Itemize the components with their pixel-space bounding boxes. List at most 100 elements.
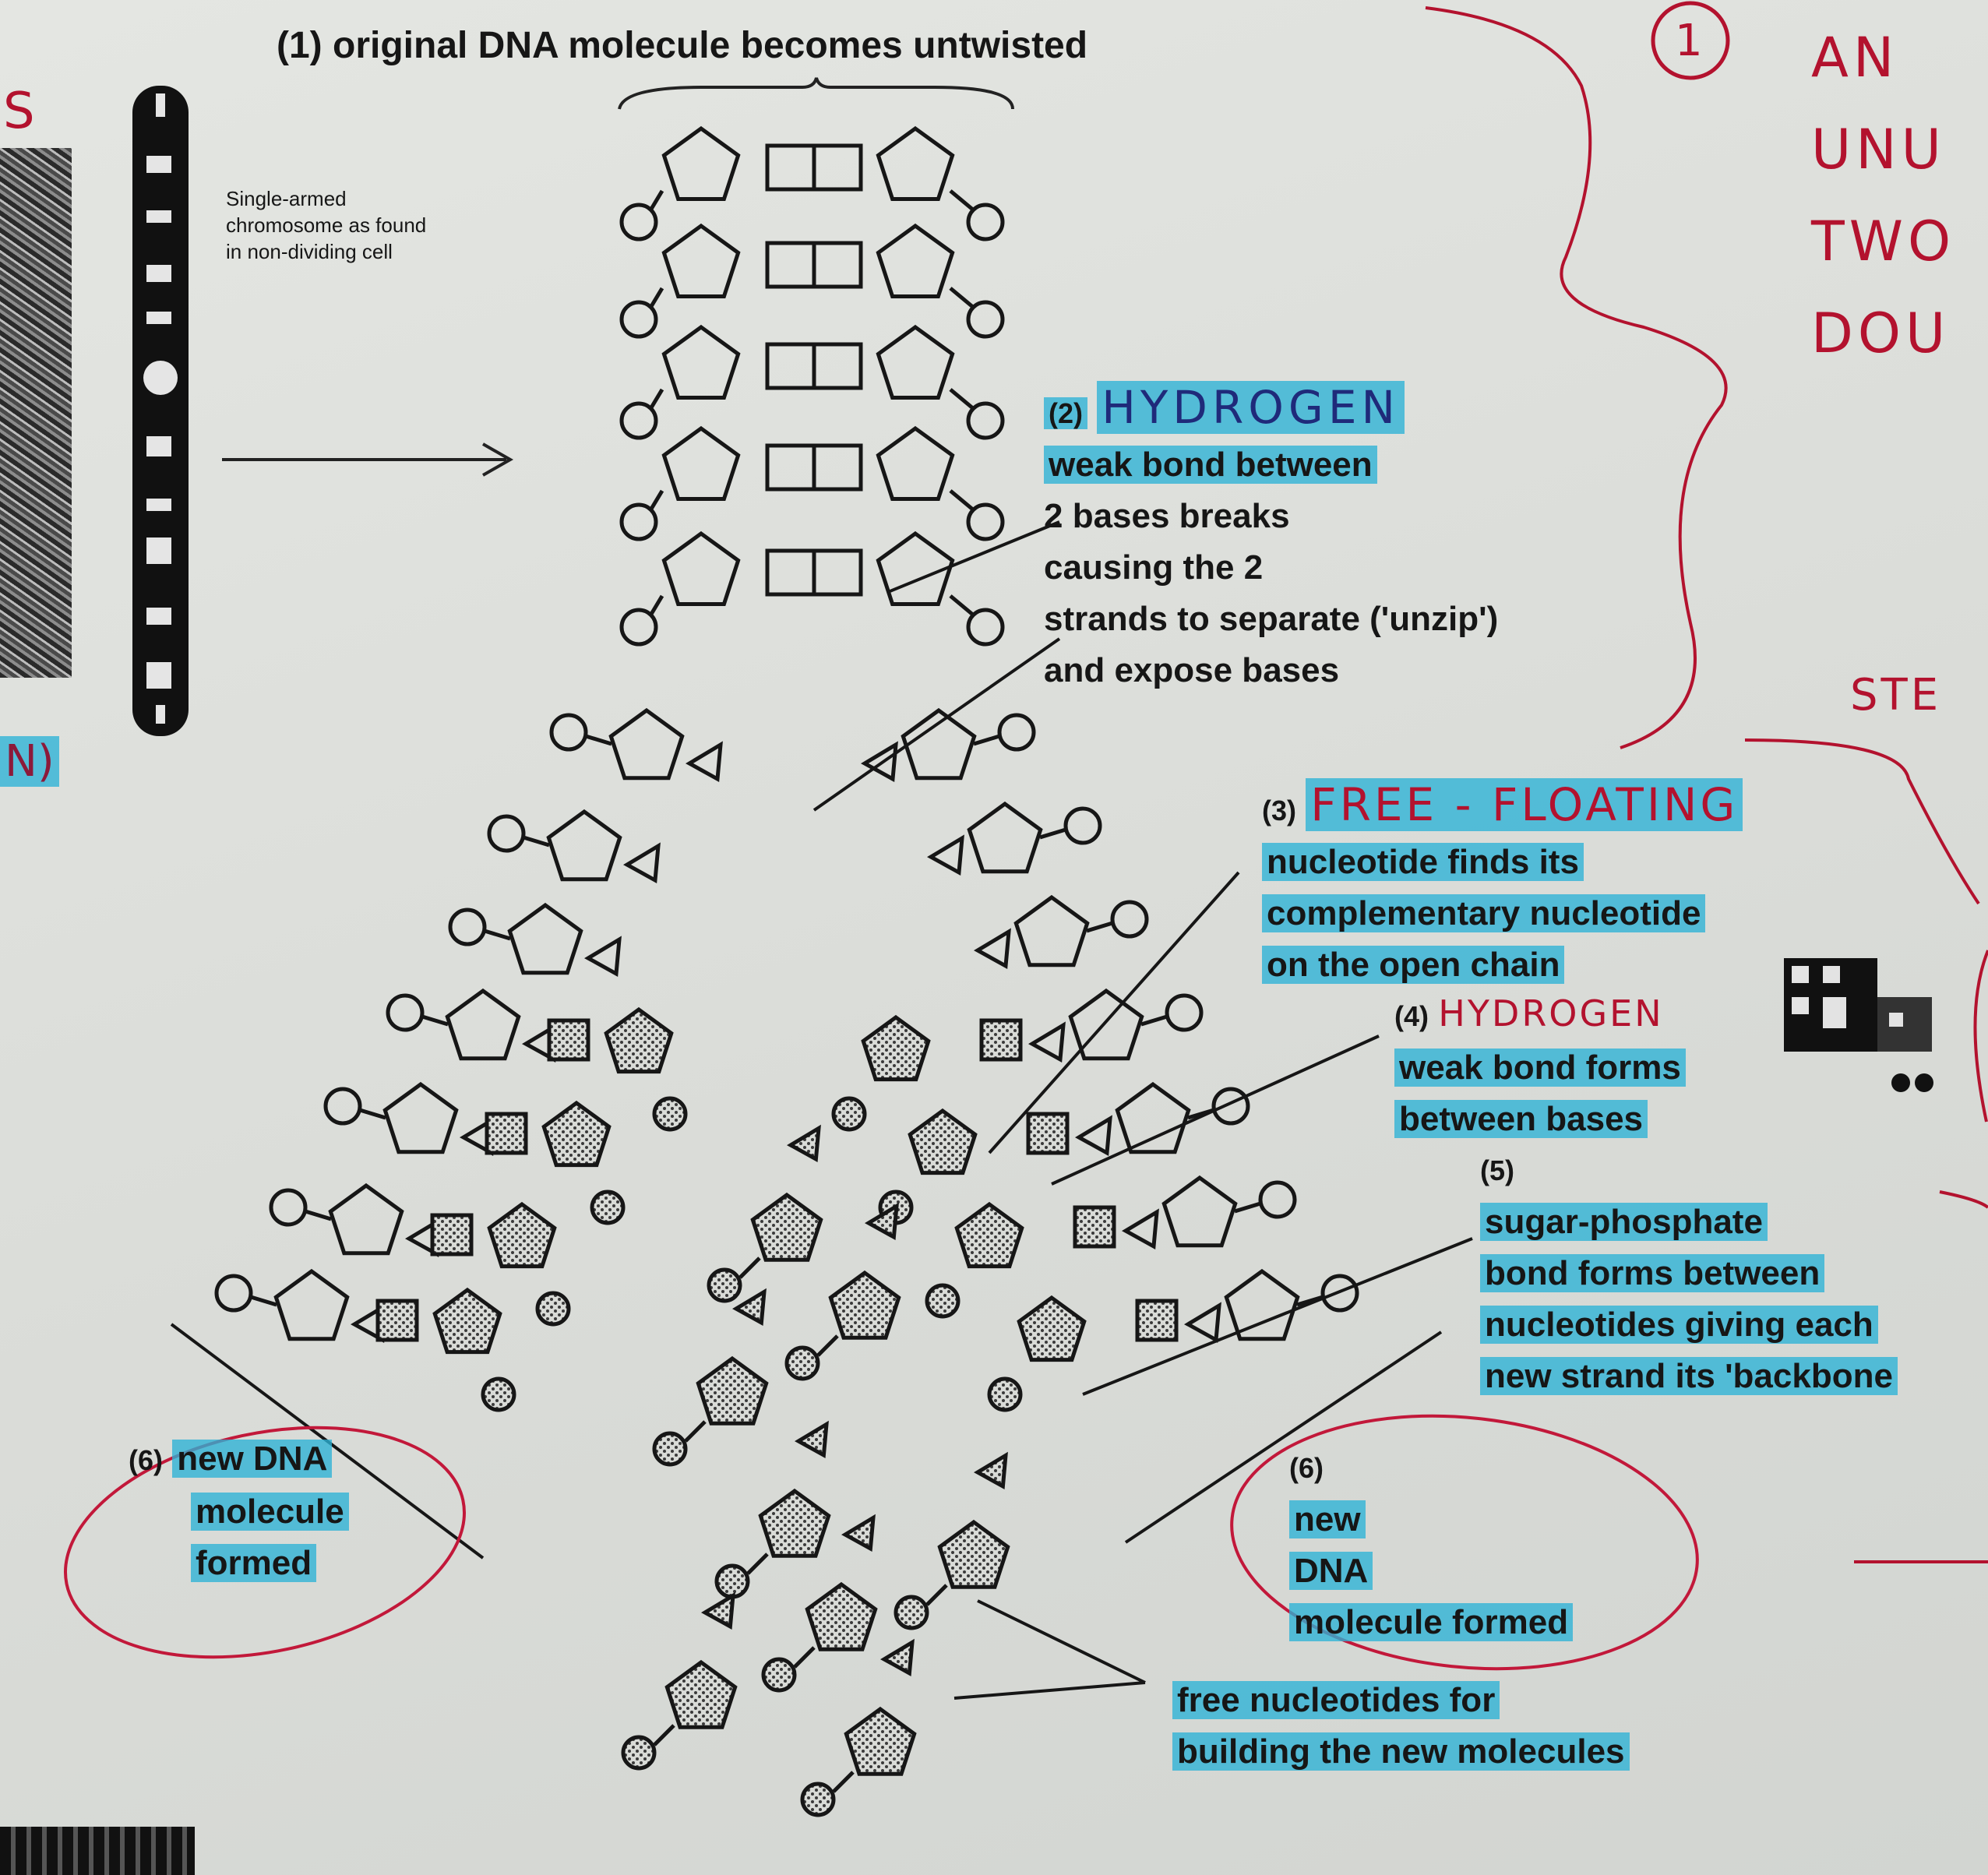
base-triangle [1075,1115,1112,1157]
backbone-bond [1086,921,1113,933]
backbone-bond [973,734,1000,746]
free-nucleotide-pentagon [805,1581,878,1651]
margin-word: UNU [1811,118,1946,182]
red-circle-right [1230,1414,1699,1671]
phosphate-circle [800,1782,836,1817]
step6-left-line: formed [191,1544,317,1582]
free-nucleotide-pentagon [758,1488,831,1558]
backbone-bond [648,489,664,512]
phosphate-circle [619,203,658,241]
sugar-pentagon-right-strand [1013,894,1090,967]
phosphate-circle [269,1188,308,1227]
phosphate-circle [549,713,588,752]
step6-left-line: new DNA [172,1440,333,1478]
phosphate-circle [925,1283,961,1319]
phosphate-circle [966,608,1005,647]
step4-line: weak bond forms [1394,1049,1686,1087]
base-pair [812,342,863,390]
base-pair [765,143,816,192]
phosphate-circle [987,1376,1023,1412]
phosphate-circle [619,608,658,647]
sugar-pentagon-left-strand [507,902,583,975]
title-brace [618,77,1014,110]
micrograph-photo [0,148,72,678]
step2-line: and expose bases [1044,651,1340,689]
base-pair [765,443,816,492]
backbone-bond [648,388,664,411]
sugar-pentagon-right [876,223,955,298]
base-triangle [865,1202,899,1241]
base-triangle [880,1638,915,1677]
diagram-title: (1) original DNA molecule becomes untwis… [277,25,1088,66]
phosphate-circle [997,713,1036,752]
base-triangle [623,842,661,884]
phosphate-circle [966,300,1005,339]
phosphate-circle [1063,806,1102,845]
backbone-bond [816,1334,839,1357]
phosphate-circle [966,203,1005,241]
free-line: building the new molecules [1172,1732,1630,1771]
step5-line: new strand its 'backbone [1480,1357,1898,1395]
phosphate-circle [448,908,487,946]
margin-right-words: AN UNU TWO DOU [1811,12,1955,379]
base-pair [1073,1205,1116,1249]
base-pair [1135,1299,1179,1342]
sugar-pentagon-right [876,125,955,201]
phosphate-circle [966,502,1005,541]
phosphate-circle [619,300,658,339]
phosphate-circle [894,1595,929,1630]
sugar-pentagon-left [661,530,741,606]
sugar-pentagon-left-strand [445,988,521,1061]
step2-line: strands to separate ('unzip') [1044,600,1499,638]
step4-number: (4) [1394,1000,1429,1032]
margin-left-mid-text: N) [0,736,59,787]
phosphate-circle [761,1657,797,1693]
step6-right-line: DNA [1289,1552,1373,1590]
phosphate-circle [1110,900,1149,939]
base-triangle [1122,1208,1159,1250]
chromosome-note: Single-armed chromosome as found in non-… [226,185,426,265]
step2-number: (2) [1044,397,1087,429]
red-margin-brace [1425,6,1728,749]
phosphate-circle [1320,1274,1359,1313]
backbone-bond [832,1771,855,1793]
sugar-pentagon-left-strand [546,809,622,882]
base-triangle [787,1124,821,1163]
step5-line: nucleotides giving each [1480,1306,1878,1344]
base-pair [812,443,863,492]
note-line: Single-armed [226,187,347,210]
sugar-pentagon-left-strand [608,707,685,781]
phosphate-circle [831,1096,867,1132]
step6-right-line: new [1289,1500,1366,1538]
margin-word: TWO [1811,210,1956,273]
sugar-pentagon-right-strand [901,707,977,781]
backbone-bond [746,1553,769,1575]
step5-number: (5) [1480,1154,1514,1186]
sugar-pentagon-right-strand [967,801,1043,874]
backbone-bond [949,189,975,212]
phosphate-circle [619,502,658,541]
new-nucleotide-pentagon [1017,1295,1087,1362]
backbone-bond [523,835,550,848]
sugar-pentagon-left [661,223,741,298]
sugar-pentagon-left-strand [273,1268,350,1341]
new-nucleotide-pentagon [861,1014,931,1082]
margin-left-mid: N) [0,736,59,791]
margin-left-top: S [3,83,35,140]
base-pair [765,342,816,390]
step6-right-line: molecule formed [1289,1603,1574,1641]
base-triangle [861,741,898,783]
backbone-bond [421,1014,449,1027]
step6-right-number: (6) [1289,1452,1324,1484]
step5-label: (5) sugar-phosphate bond forms between n… [1480,1144,1898,1402]
sugar-pentagon-right-strand [1161,1175,1238,1248]
note-line: in non-dividing cell [226,240,393,263]
step-number-circle [1651,1,1730,80]
step4-label: (4) HYDROGEN weak bond forms between bas… [1394,988,1686,1145]
sugar-pentagon-left [661,125,741,201]
sugar-pentagon-left [661,324,741,400]
base-triangle [686,741,723,783]
note-line: chromosome as found [226,213,427,237]
free-line: free nucleotides for [1172,1681,1500,1719]
